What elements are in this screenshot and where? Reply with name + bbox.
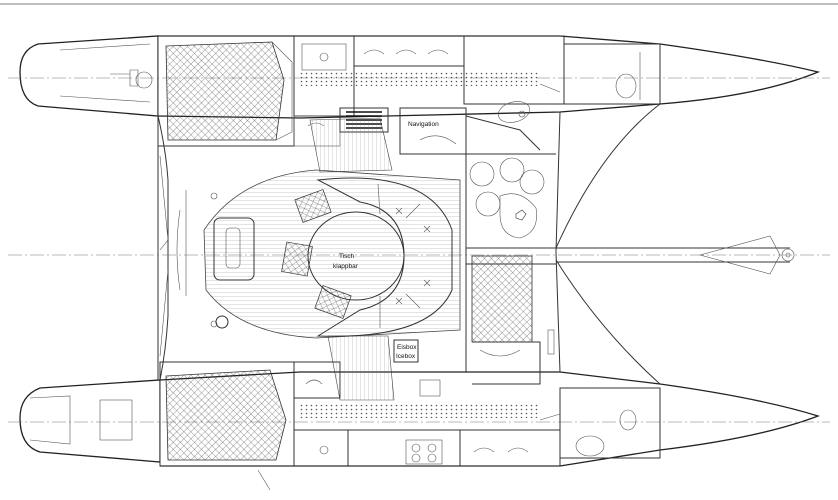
lower-aft-cabin xyxy=(159,361,295,491)
port-side-rails xyxy=(110,69,218,357)
upper-aft-cabin xyxy=(157,35,295,147)
saloon-lounge xyxy=(471,255,555,385)
galley-sink xyxy=(419,379,441,397)
cooktop xyxy=(405,439,443,465)
upper-aft-berth xyxy=(165,41,285,141)
upper-head-sink xyxy=(319,52,329,62)
forward-beam xyxy=(556,235,795,275)
upper-walkway-grating xyxy=(300,72,540,86)
icebox: Eisbox Icebox xyxy=(393,339,419,363)
table-label-de2: klappbar xyxy=(333,263,359,270)
cockpit-deck xyxy=(203,117,461,401)
helm-seat xyxy=(213,217,255,329)
lower-aft-berth xyxy=(165,369,287,461)
icebox-label-en: Icebox xyxy=(396,353,416,360)
deck-chairs xyxy=(281,189,352,319)
lower-walkway-grating xyxy=(300,404,540,418)
upper-corridor xyxy=(300,35,661,105)
table-label-de: Tisch xyxy=(339,253,355,260)
navigation-label: Navigation xyxy=(408,121,439,128)
nav-station-area: Navigation xyxy=(399,101,541,155)
folding-table: Tisch klappbar xyxy=(307,211,405,301)
bridge-deck xyxy=(157,103,661,385)
saloon-settee xyxy=(316,177,453,337)
lower-hull xyxy=(19,371,820,467)
lower-forward xyxy=(539,387,661,459)
dinette xyxy=(469,157,545,239)
icebox-label-de: Eisbox xyxy=(397,344,417,351)
